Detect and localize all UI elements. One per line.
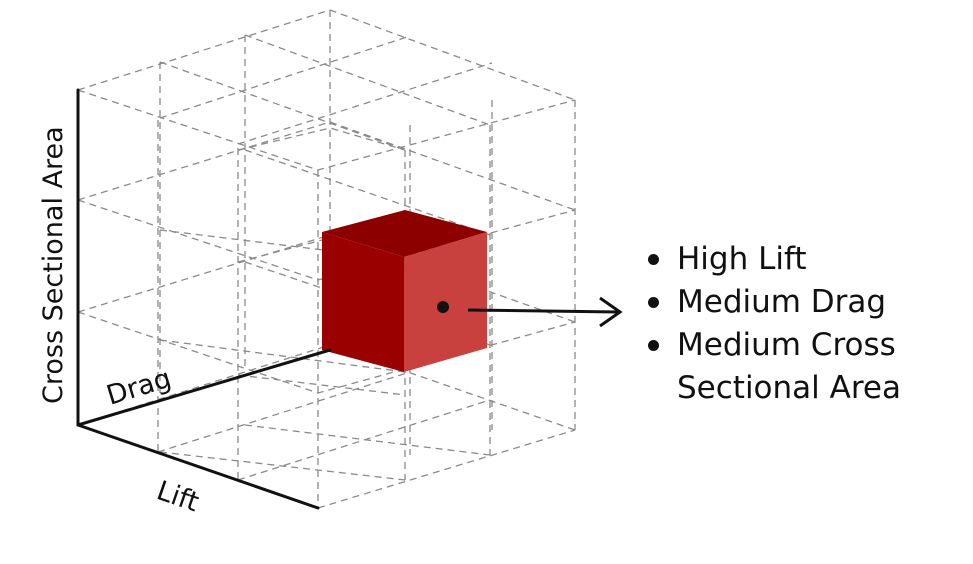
attribute-label: Medium Cross Sectional Area [677, 327, 901, 406]
attribute-item-lift: High Lift [640, 238, 927, 281]
lift-axis [76, 423, 320, 510]
drag-axis [76, 348, 332, 427]
cube-marker-dot [437, 301, 449, 313]
cube-top-face [322, 210, 487, 257]
bullet-icon [648, 297, 659, 308]
attribute-item-drag: Medium Drag [640, 281, 927, 324]
highlighted-cube [322, 210, 487, 372]
pointer-arrow-shaft [467, 308, 619, 314]
attribute-label: Medium Drag [677, 284, 887, 320]
attribute-item-cross-section: Medium Cross Sectional Area [640, 324, 927, 410]
attribute-label: High Lift [677, 241, 807, 277]
cube-front-face [322, 232, 404, 372]
drag-axis-label: Drag [103, 363, 175, 412]
pointer-arrow-head [599, 296, 623, 328]
bullet-icon [648, 254, 659, 265]
cross-section-axis-label: Cross Sectional Area [38, 126, 69, 404]
lift-axis-label: Lift [153, 475, 203, 518]
axes [76, 88, 332, 510]
bullet-icon [648, 340, 659, 351]
dashed-grid-lines [77, 9, 576, 509]
attribute-list: High Lift Medium Drag Medium Cross Secti… [640, 238, 927, 410]
